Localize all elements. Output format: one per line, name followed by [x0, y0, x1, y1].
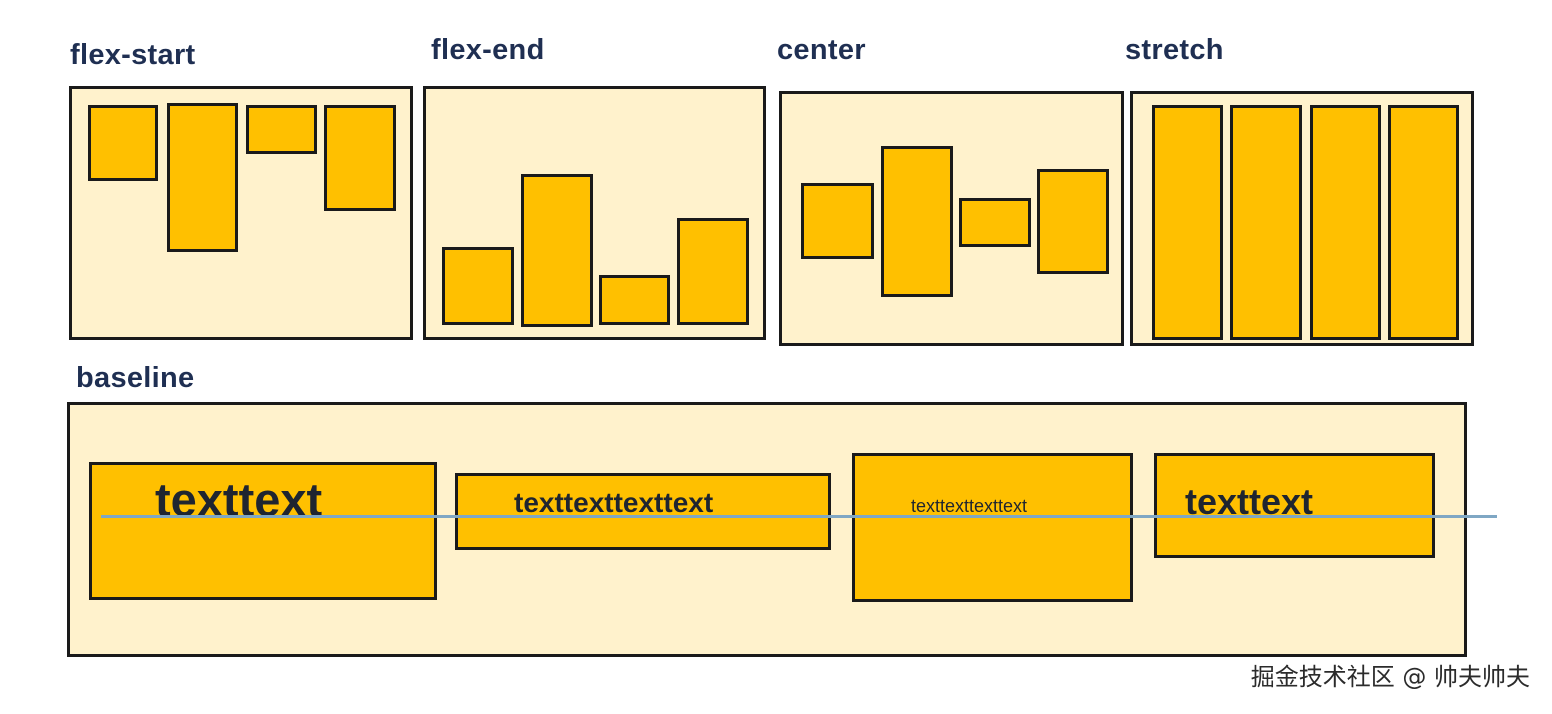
label-stretch: stretch — [1125, 34, 1224, 66]
panel-center — [779, 91, 1124, 346]
flex-start-item-2 — [167, 103, 238, 252]
flex-end-item-1 — [442, 247, 514, 325]
flex-start-item-4 — [324, 105, 396, 211]
watermark: 掘金技术社区 @ 帅夫帅夫 — [1250, 663, 1530, 691]
panel-flex-start — [69, 86, 413, 340]
baseline-item-2 — [455, 473, 831, 550]
panel-flex-end — [423, 86, 766, 340]
stretch-item-2 — [1230, 105, 1302, 340]
flex-start-item-3 — [246, 105, 317, 154]
flex-end-item-3 — [599, 275, 670, 325]
baseline-guide-line — [101, 515, 1497, 518]
baseline-item-1 — [89, 462, 437, 600]
label-center: center — [777, 34, 866, 66]
stretch-item-1 — [1152, 105, 1223, 340]
center-item-3 — [959, 198, 1031, 247]
label-flex-end: flex-end — [431, 34, 545, 66]
flex-end-item-4 — [677, 218, 749, 325]
panel-baseline — [67, 402, 1467, 657]
baseline-item-3-text: texttexttexttext — [911, 496, 1028, 516]
stretch-item-4 — [1388, 105, 1459, 340]
baseline-item-2-text: texttexttexttext — [514, 487, 714, 518]
label-flex-start: flex-start — [70, 39, 196, 71]
center-item-2 — [881, 146, 953, 297]
center-item-4 — [1037, 169, 1109, 274]
flex-start-item-1 — [88, 105, 158, 181]
label-baseline: baseline — [76, 362, 195, 394]
baseline-item-3 — [852, 453, 1133, 602]
center-item-1 — [801, 183, 874, 259]
baseline-item-4 — [1154, 453, 1435, 558]
stretch-item-3 — [1310, 105, 1381, 340]
panel-stretch — [1130, 91, 1474, 346]
flex-end-item-2 — [521, 174, 593, 327]
baseline-item-4-text: texttext — [1185, 481, 1314, 522]
